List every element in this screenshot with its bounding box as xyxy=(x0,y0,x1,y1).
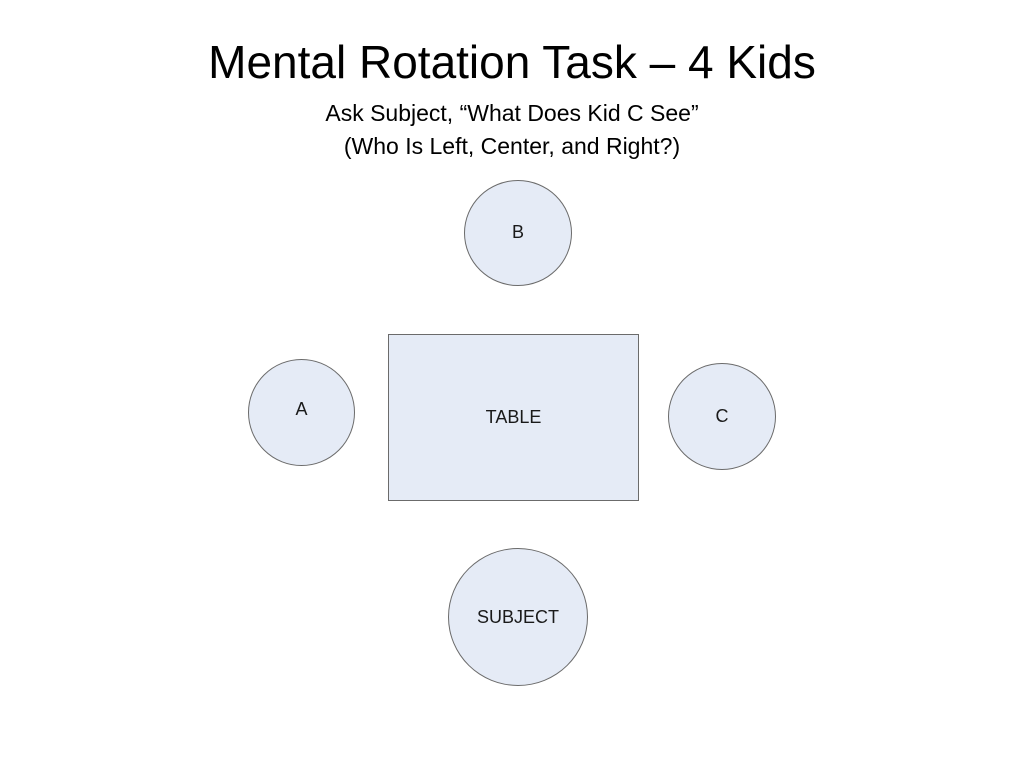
kid-b-label: B xyxy=(511,221,524,242)
kid-a-label: A xyxy=(295,399,308,419)
kid-b-circle: B xyxy=(464,180,572,286)
slide-title: Mental Rotation Task – 4 Kids xyxy=(208,36,816,88)
subtitle-instruction: (Who Is Left, Center, and Right?) xyxy=(343,133,681,159)
kid-c-circle: C xyxy=(668,363,776,470)
subject-circle: SUBJECT xyxy=(448,548,588,686)
kid-a-circle: A xyxy=(248,359,355,466)
table-rectangle: TABLE xyxy=(388,334,639,501)
subtitle-question: Ask Subject, “What Does Kid C See” xyxy=(325,100,699,126)
table-label: TABLE xyxy=(485,407,542,427)
subject-label: SUBJECT xyxy=(476,606,559,627)
kid-c-label: C xyxy=(715,406,729,426)
